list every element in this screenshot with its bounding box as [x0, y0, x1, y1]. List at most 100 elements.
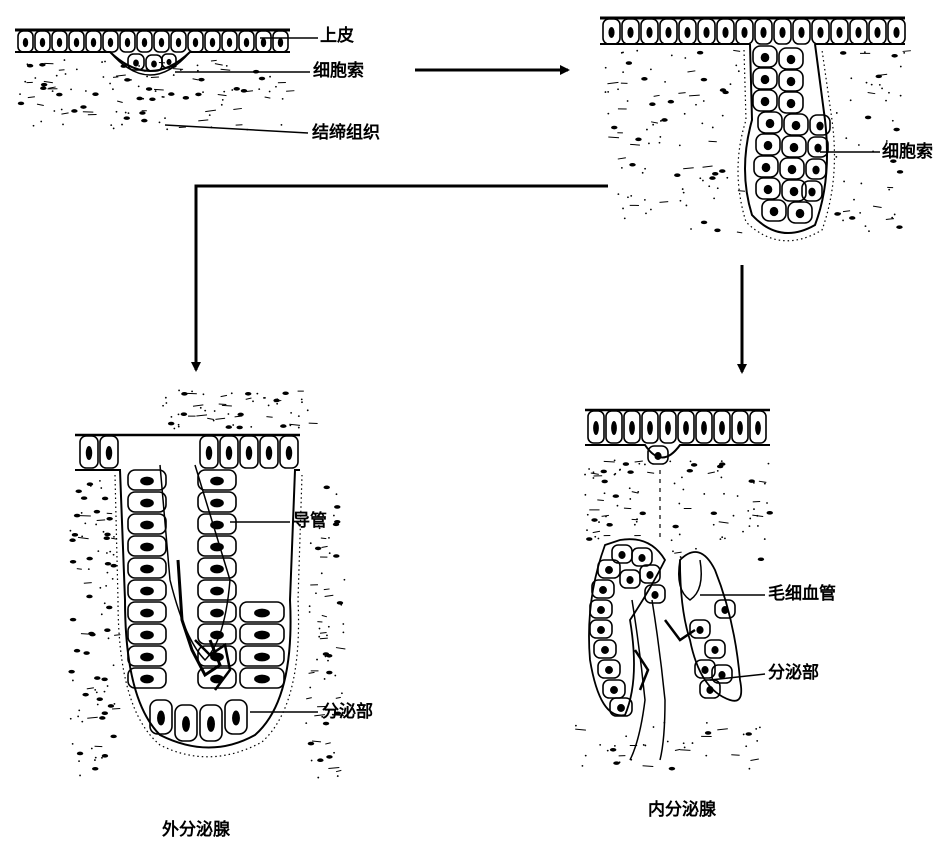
arrow-stage2-to-exocrine: [196, 186, 608, 370]
cord-cell: [788, 202, 812, 223]
epithelial-cell: [714, 411, 730, 443]
cord-cell: [758, 112, 782, 133]
epithelial-cell: [736, 19, 753, 44]
secretory-cell: [240, 602, 284, 622]
epithelial-cell: [100, 436, 118, 468]
stage-endocrine-gland: [575, 410, 773, 770]
stage-elongated-cell-cord: [600, 18, 911, 241]
epithelial-cell: [750, 411, 766, 443]
epithelial-cell: [679, 19, 696, 44]
label-duct: 导管: [293, 511, 327, 531]
secretory-cell: [225, 700, 247, 734]
epithelial-cell: [678, 411, 694, 443]
connective-tissue-stipple: [162, 390, 317, 430]
epithelial-cell: [18, 31, 33, 52]
epithelial-cell: [603, 19, 620, 44]
duct-cell: [128, 514, 166, 534]
epithelial-cell: [154, 31, 169, 52]
epithelial-cell: [86, 31, 101, 52]
endocrine-cell: [603, 680, 625, 698]
endocrine-cell: [690, 620, 710, 638]
stage-initial-cell-cord: [15, 30, 294, 131]
duct-cell: [128, 602, 166, 622]
epithelial-cell: [717, 19, 734, 44]
epithelial-cell: [642, 411, 658, 443]
cord-cell: [753, 46, 777, 67]
epithelial-cell: [660, 411, 676, 443]
epithelial-cell: [69, 31, 84, 52]
duct-cell: [198, 470, 236, 490]
endocrine-cell: [590, 600, 612, 618]
cord-cell: [808, 137, 828, 157]
cord-cell: [780, 158, 804, 179]
leader-lines: [165, 38, 880, 712]
epithelial-cell: [240, 436, 258, 468]
connective-tissue-stipple: [605, 50, 745, 233]
epithelial-cell: [137, 31, 152, 52]
label-cell-cord-2: 细胞索: [882, 142, 933, 162]
caption-endocrine-gland: 内分泌腺: [648, 795, 716, 820]
cord-cell: [779, 92, 803, 113]
cord-cell: [779, 48, 803, 69]
leader-secretory-endo: [710, 674, 765, 680]
duct-cell: [128, 580, 166, 600]
epithelial-cell: [222, 31, 237, 52]
secretory-cell: [200, 705, 222, 741]
label-connective-tissue: 结缔组织: [312, 123, 380, 143]
epithelial-cell: [239, 31, 254, 52]
endocrine-cell: [715, 600, 735, 618]
stage-exocrine-gland: [68, 390, 345, 779]
epithelial-cell: [755, 19, 772, 44]
epithelial-cell: [624, 411, 640, 443]
epithelial-cell: [171, 31, 186, 52]
epithelial-cell: [273, 31, 288, 52]
duct-cell: [128, 558, 166, 578]
epithelial-cell: [812, 19, 829, 44]
endocrine-cell: [592, 580, 614, 598]
endocrine-cell: [632, 548, 652, 566]
label-epithelium: 上皮: [320, 26, 354, 46]
leader-connective-tissue: [165, 125, 308, 133]
cord-cell: [753, 68, 777, 89]
secretory-cell: [240, 646, 284, 666]
cord-cell: [779, 70, 803, 91]
secretory-cell: [175, 705, 197, 741]
caption-exocrine-gland: 外分泌腺: [162, 815, 230, 840]
epithelial-cell: [831, 19, 848, 44]
epithelial-cell: [698, 19, 715, 44]
label-secretory-portion-exocrine: 分泌部: [322, 702, 373, 722]
secretory-cell: [240, 668, 284, 688]
epithelial-cell: [205, 31, 220, 52]
epithelial-cell: [793, 19, 810, 44]
epithelial-cell: [256, 31, 271, 52]
endocrine-cell: [645, 585, 665, 603]
epithelial-cell: [35, 31, 50, 52]
label-cell-cord-1: 细胞索: [313, 61, 364, 81]
duct-cell: [128, 536, 166, 556]
cord-cell: [753, 90, 777, 111]
epithelial-cell: [774, 19, 791, 44]
duct-cell: [198, 514, 236, 534]
epithelial-cell: [606, 411, 622, 443]
cord-cell: [756, 134, 780, 155]
duct-cell: [128, 492, 166, 512]
epithelial-cell: [869, 19, 886, 44]
epithelial-cell: [648, 446, 668, 464]
epithelial-cell: [52, 31, 67, 52]
label-capillary: 毛细血管: [768, 584, 836, 604]
connective-tissue-stipple: [669, 460, 773, 561]
connective-tissue-stipple: [68, 480, 120, 776]
cord-cell: [782, 136, 806, 157]
flow-arrows: [196, 70, 742, 372]
epithelial-cell: [850, 19, 867, 44]
cord-cell: [762, 200, 786, 221]
epithelial-cell: [588, 411, 604, 443]
epithelial-cell: [696, 411, 712, 443]
epithelial-cell: [622, 19, 639, 44]
duct-cell: [198, 558, 236, 578]
epithelial-cell: [641, 19, 658, 44]
duct-cell: [128, 624, 166, 644]
duct-cell: [128, 646, 166, 666]
epithelial-cell: [732, 411, 748, 443]
